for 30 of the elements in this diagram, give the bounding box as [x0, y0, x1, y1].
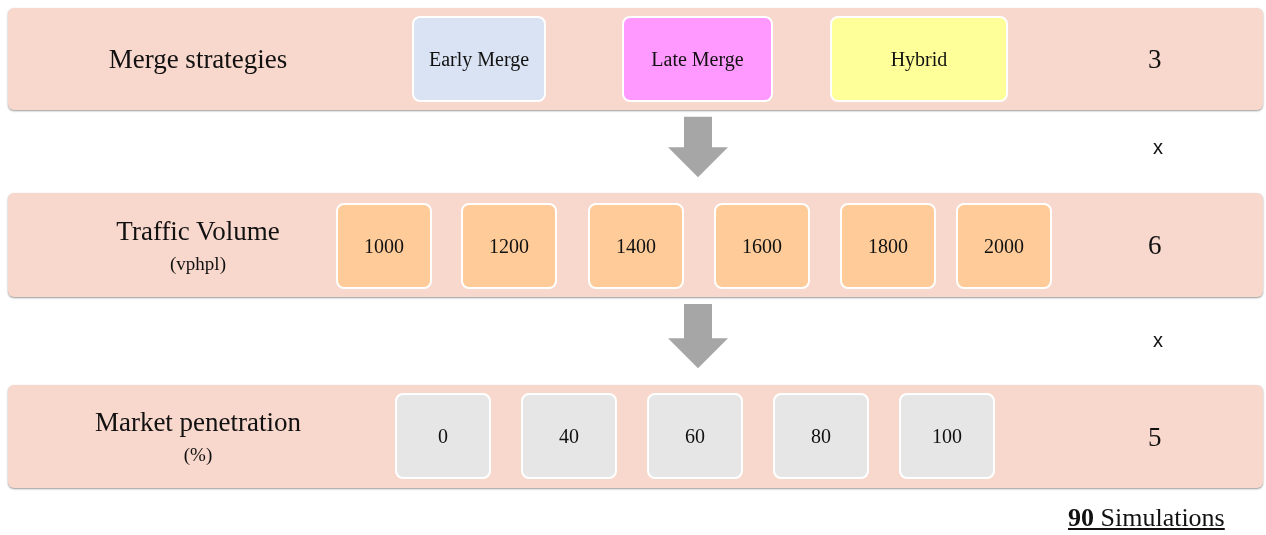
multiply-sign: x [1153, 136, 1163, 159]
option-box: Hybrid [830, 16, 1008, 102]
option-box: 40 [521, 393, 617, 479]
option-box: Early Merge [412, 16, 546, 102]
category-band [8, 193, 1263, 297]
category-title: Traffic Volume [116, 215, 280, 247]
count-label: 5 [1148, 421, 1162, 452]
total-label: 90 Simulations [1068, 503, 1225, 533]
down-arrow [668, 304, 728, 369]
option-box: 0 [395, 393, 491, 479]
category-title: Market penetration [94, 407, 302, 438]
option-box: 60 [647, 393, 743, 479]
option-box: 100 [899, 393, 995, 479]
option-box: Late Merge [622, 16, 773, 102]
unit-label: (%) [183, 444, 213, 466]
option-box: 1400 [588, 203, 684, 289]
option-box: 80 [773, 393, 869, 479]
option-box: 1800 [840, 203, 936, 289]
option-box: 2000 [956, 203, 1052, 289]
multiply-sign: x [1153, 329, 1163, 352]
down-arrow [668, 116, 728, 178]
count-label: 6 [1148, 229, 1162, 261]
category-title: Merge strategies [108, 43, 288, 75]
category-band [8, 8, 1263, 110]
unit-label: (vphpl) [170, 252, 226, 275]
option-box: 1200 [461, 203, 557, 289]
count-label: 3 [1148, 43, 1162, 75]
category-band [8, 385, 1263, 488]
option-box: 1600 [714, 203, 810, 289]
option-box: 1000 [336, 203, 432, 289]
